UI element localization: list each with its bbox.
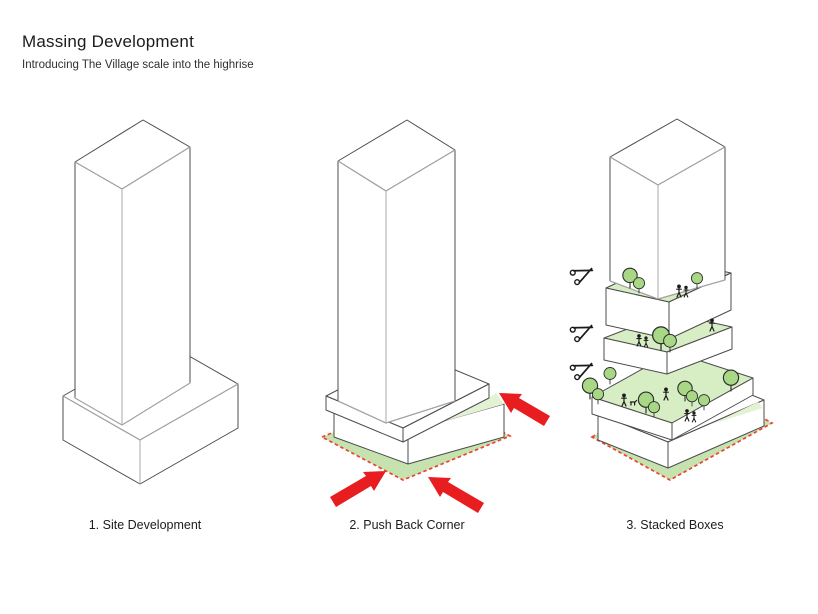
page-header: Massing Development Introducing The Vill… xyxy=(22,32,254,71)
step-label-site-development: 1. Site Development xyxy=(88,518,202,532)
diagram-2-push-back-corner xyxy=(320,119,550,513)
scissors-icon xyxy=(568,261,597,287)
tree-icon xyxy=(603,367,617,385)
step-label-push-back-corner: 2. Push Back Corner xyxy=(349,518,465,532)
step-label-stacked-boxes: 3. Stacked Boxes xyxy=(626,518,724,532)
page-subtitle: Introducing The Village scale into the h… xyxy=(22,59,254,71)
push-arrow-icon xyxy=(428,477,484,513)
scissors-icon xyxy=(568,356,597,382)
stacked-box-terrace-3 xyxy=(591,351,754,441)
terrace-green-wedge xyxy=(445,393,504,421)
tower-box xyxy=(337,119,456,424)
diagram-1-site-development xyxy=(62,119,239,485)
scissors-icon xyxy=(568,318,597,344)
diagram-3-stacked-boxes xyxy=(568,118,774,481)
push-arrow-icon xyxy=(330,471,386,507)
tower-box xyxy=(74,119,191,426)
top-tower-box xyxy=(609,118,726,300)
push-arrow-icon xyxy=(499,393,550,426)
terrace-green-wedge xyxy=(712,402,763,424)
page-title: Massing Development xyxy=(22,32,194,51)
